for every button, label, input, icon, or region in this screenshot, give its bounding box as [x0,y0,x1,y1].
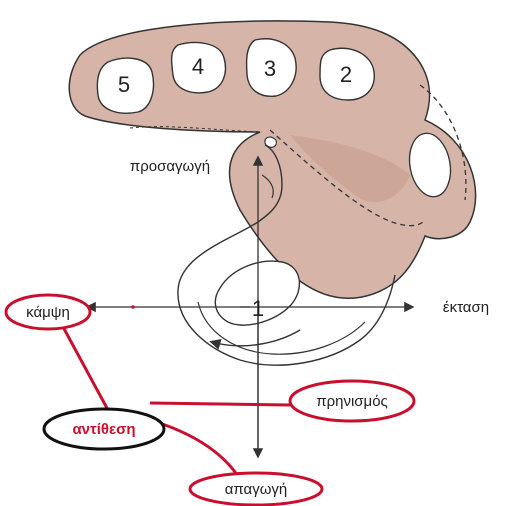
annotation-connectors [62,325,290,476]
label-opposition: αντίθεση [72,421,135,438]
label-adduction: προσαγωγή [130,158,210,175]
label-abduction: απαγωγή [225,481,288,498]
connector-flexion-opposition [62,325,108,410]
label-pronation: πρηνισμός [316,393,388,410]
connector-opposition-pronation [150,403,290,405]
label-extension: έκταση [443,299,489,316]
bone-number-4: 4 [192,54,204,79]
red-dot [131,305,135,309]
bone-number-1: 1 [252,296,264,321]
label-flexion: κάμψη [26,304,70,321]
bone-number-2: 2 [340,62,352,87]
bone-number-3: 3 [264,56,276,81]
joint-cap [265,137,276,147]
bone-number-5: 5 [118,72,130,97]
rotation-arrow [212,330,300,346]
